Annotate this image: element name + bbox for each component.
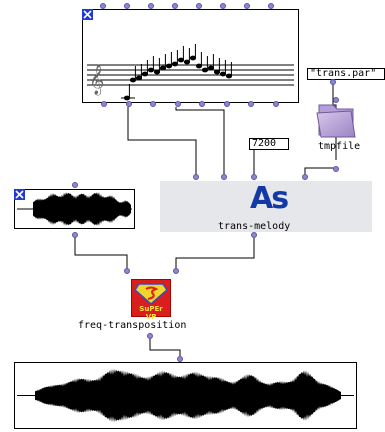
- wire-score2-to-trans: [175, 107, 225, 175]
- wire-trans-to-vp: [175, 235, 255, 270]
- staff-notation: 𝄞: [87, 44, 294, 101]
- supervp-inlet-2[interactable]: [173, 268, 179, 274]
- note-head: [165, 63, 173, 69]
- trans-outlet[interactable]: [251, 232, 257, 238]
- folder-icon[interactable]: [315, 101, 357, 139]
- wire-sound-to-vp: [74, 235, 128, 270]
- score-inlet[interactable]: [268, 3, 274, 9]
- score-outlet[interactable]: [248, 101, 254, 107]
- wire-vp-to-sound: [149, 336, 181, 360]
- note-head: [177, 57, 185, 63]
- supervp-inlet-1[interactable]: [124, 268, 130, 274]
- waveform-bottom: [17, 368, 354, 423]
- score-outlet[interactable]: [272, 101, 279, 107]
- score-inlet[interactable]: [124, 3, 130, 9]
- supervp-outlet[interactable]: [147, 333, 153, 339]
- sound-bottom-inlet[interactable]: [177, 356, 183, 362]
- close-icon[interactable]: [82, 9, 93, 20]
- string-box-outlet[interactable]: [330, 79, 336, 85]
- score-outlet[interactable]: [223, 101, 230, 107]
- score-outlet[interactable]: [199, 101, 205, 107]
- note-head: [153, 69, 161, 75]
- trans-inlet-4[interactable]: [302, 174, 308, 180]
- tmpfile-inlet[interactable]: [333, 97, 339, 103]
- note-head: [129, 77, 137, 83]
- note-head: [201, 67, 209, 73]
- supervp-logo[interactable]: SuPEr VP: [131, 279, 171, 321]
- sound-top-outlet[interactable]: [72, 232, 78, 238]
- superman-shield-icon: [134, 283, 168, 305]
- trans-inlet-3[interactable]: [251, 174, 257, 180]
- tmpfile-outlet[interactable]: [333, 166, 339, 172]
- close-icon[interactable]: [14, 189, 25, 200]
- score-outlet[interactable]: [150, 101, 156, 107]
- note-head: [195, 63, 203, 69]
- waveform-top: [17, 192, 132, 226]
- note-head: [135, 75, 143, 81]
- sound-top-inlet[interactable]: [72, 182, 78, 188]
- score-editor-box[interactable]: 𝄞: [82, 9, 299, 103]
- trans-melody-box[interactable]: [160, 181, 372, 232]
- note-head: [219, 71, 227, 77]
- sound-box-bottom[interactable]: [14, 362, 357, 429]
- score-inlet[interactable]: [172, 3, 178, 9]
- score-inlet[interactable]: [196, 3, 202, 9]
- value-box[interactable]: 7200: [249, 138, 289, 150]
- sound-box-top[interactable]: [14, 189, 135, 229]
- string-box[interactable]: "trans.par": [307, 68, 385, 80]
- trans-inlet-1[interactable]: [193, 174, 199, 180]
- as-logo: As: [250, 181, 289, 216]
- treble-clef-icon: 𝄞: [89, 64, 104, 96]
- score-inlet[interactable]: [244, 3, 250, 9]
- wire-tmp-to-trans: [304, 167, 337, 175]
- note-head: [225, 73, 233, 79]
- score-outlet[interactable]: [125, 101, 132, 107]
- note-head: [189, 55, 197, 61]
- note-head: [171, 61, 179, 67]
- trans-inlet-2[interactable]: [221, 174, 227, 180]
- note-head: [207, 65, 215, 71]
- score-inlet[interactable]: [148, 3, 154, 9]
- supervp-logo-text: SuPEr VP: [139, 305, 163, 321]
- tmpfile-label: tmpfile: [318, 141, 361, 152]
- score-inlet[interactable]: [100, 3, 106, 9]
- note-head: [213, 69, 221, 75]
- note-head: [141, 71, 149, 77]
- supervp-label: freq-transposition: [78, 320, 187, 331]
- trans-melody-label: trans-melody: [218, 221, 291, 232]
- note-head: [147, 67, 155, 73]
- note-head: [159, 65, 167, 71]
- note-head: [183, 59, 191, 65]
- score-inlet[interactable]: [220, 3, 226, 9]
- score-outlet[interactable]: [174, 101, 181, 107]
- score-outlet[interactable]: [101, 101, 107, 107]
- wire-score-to-trans: [127, 107, 197, 175]
